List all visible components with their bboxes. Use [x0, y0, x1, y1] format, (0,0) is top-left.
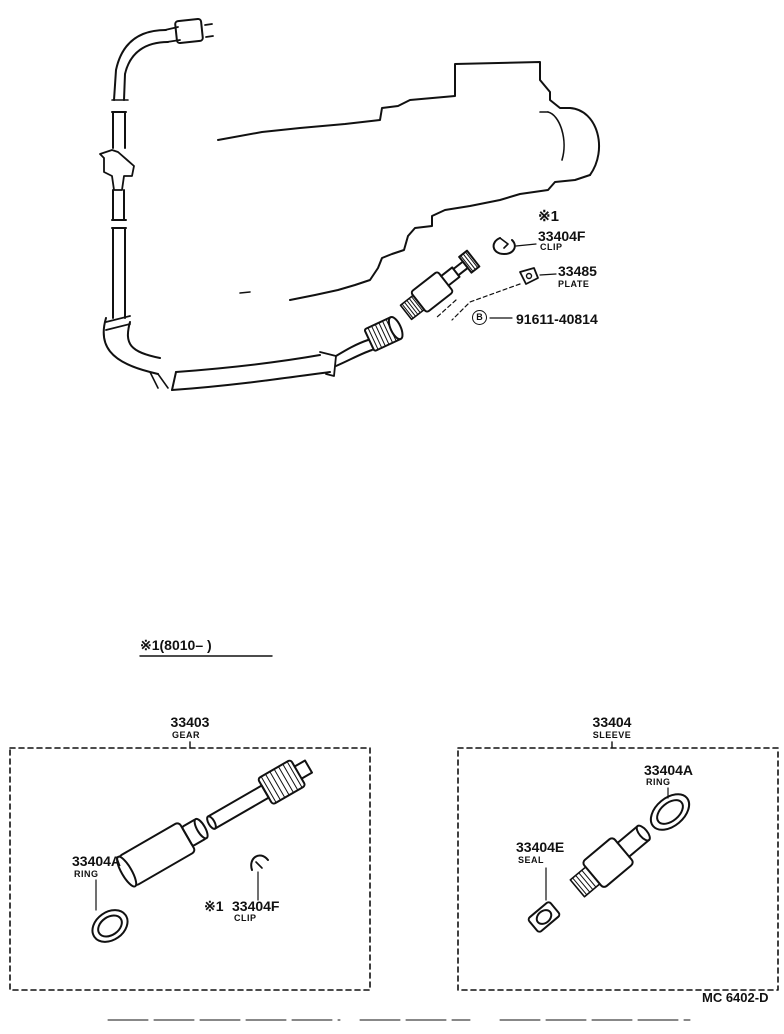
gear-name: GEAR	[171, 730, 201, 740]
upper-plate	[519, 267, 539, 285]
upper-leaders	[435, 243, 557, 321]
upper-clip-note: ※1	[538, 208, 559, 225]
gear-shaft	[116, 759, 313, 888]
gear-box-clip	[250, 854, 269, 871]
gear-box-ring	[91, 909, 129, 943]
sleeve-box-frame	[457, 741, 779, 991]
sleeve-box-seal	[527, 901, 561, 933]
speedometer-cable	[99, 17, 404, 391]
gear-box-leaders	[95, 871, 259, 911]
gear-part-number: 33403	[170, 714, 210, 730]
sleeve-box-leaders	[545, 787, 669, 901]
sleeve-box-seal-name: SEAL	[518, 855, 545, 865]
bolt-symbol-circle: B	[472, 310, 487, 325]
driven-gear-assembly	[399, 249, 481, 321]
sleeve-name: SLEEVE	[592, 730, 632, 740]
gear-box-frame	[9, 741, 371, 991]
sleeve-box-ring	[649, 793, 691, 831]
transmission-housing	[217, 61, 601, 301]
upper-bolt-part-number: 91611-40814	[516, 311, 598, 327]
remark-text: ※1(8010– )	[140, 637, 212, 653]
sleeve-part-number: 33404	[592, 714, 632, 730]
diagram-code: MC 6402-D	[702, 990, 769, 1005]
sleeve-box-ring-name: RING	[646, 777, 671, 787]
sleeve-box-seal-part-number: 33404E	[516, 839, 565, 855]
gear-box-clip-part-number: 33404F	[232, 898, 280, 914]
upper-clip-name: CLIP	[540, 242, 563, 252]
gear-box-clip-name: CLIP	[234, 913, 257, 923]
sleeve-box-ring-part-number: 33404A	[644, 762, 694, 778]
upper-plate-part-number: 33485	[558, 263, 597, 279]
gear-box-clip-note: ※1	[204, 898, 224, 914]
gear-box-ring-name: RING	[74, 869, 99, 879]
sleeve-body	[569, 824, 651, 898]
upper-clip	[492, 237, 516, 255]
gear-box-ring-part-number: 33404A	[72, 853, 122, 869]
upper-plate-name: PLATE	[558, 279, 590, 289]
upper-clip-part-number: 33404F	[538, 228, 586, 244]
